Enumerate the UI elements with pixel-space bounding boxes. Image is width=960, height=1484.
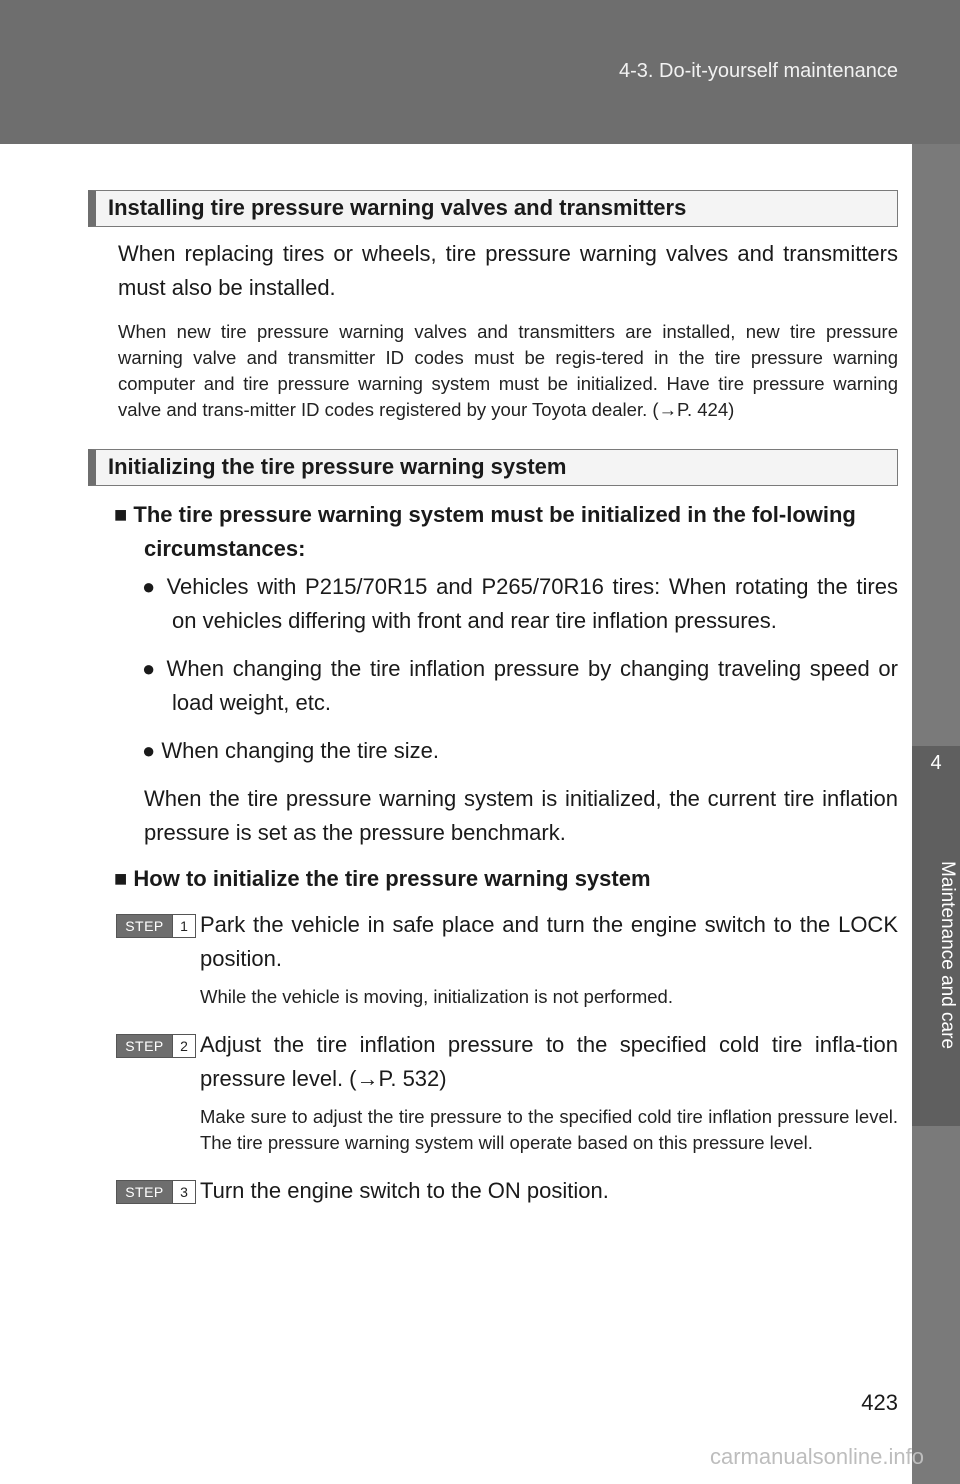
- initialization-explanation: When the tire pressure warning system is…: [144, 786, 898, 845]
- watermark: carmanualsonline.info: [709, 1444, 924, 1469]
- page-content: Installing tire pressure warning valves …: [88, 190, 898, 1208]
- step-badge: STEP 1: [116, 914, 196, 938]
- chapter-tab-box: [912, 746, 960, 1126]
- step-badge: STEP 3: [116, 1180, 196, 1204]
- install-paragraph: When replacing tires or wheels, tire pre…: [118, 241, 898, 300]
- header-band: 4-3. Do-it-yourself maintenance: [0, 0, 960, 144]
- page-number: 423: [861, 1390, 898, 1415]
- step-note: While the vehicle is moving, initializat…: [200, 986, 673, 1007]
- step-text: Turn the engine switch to the ON positio…: [200, 1178, 609, 1203]
- step-text: Park the vehicle in safe place and turn …: [200, 912, 898, 971]
- step-badge: STEP 2: [116, 1034, 196, 1058]
- section-title: 4-3. Do-it-yourself maintenance: [618, 60, 898, 82]
- bullet-item: ● When changing the tire inflation press…: [142, 656, 898, 715]
- subheading-circumstances: ■ The tire pressure warning system must …: [114, 502, 856, 561]
- bullet-item: ● Vehicles with P215/70R15 and P265/70R1…: [142, 574, 898, 633]
- bullet-item: ● When changing the tire size.: [142, 738, 439, 763]
- section-heading-initialize: Initializing the tire pressure warning s…: [88, 449, 898, 486]
- step-1: STEP 1 Park the vehicle in safe place an…: [88, 908, 898, 976]
- subheading-how-to: ■ How to initialize the tire pressure wa…: [114, 866, 651, 891]
- section-heading-install: Installing tire pressure warning valves …: [88, 190, 898, 227]
- step-text: Adjust the tire inflation pressure to th…: [200, 1032, 898, 1091]
- step-note: Make sure to adjust the tire pressure to…: [200, 1106, 898, 1153]
- chapter-number: 4: [930, 752, 942, 774]
- step-2: STEP 2 Adjust the tire inflation pressur…: [88, 1028, 898, 1096]
- install-note: When new tire pressure warning valves an…: [118, 321, 898, 420]
- step-3: STEP 3 Turn the engine switch to the ON …: [88, 1174, 898, 1208]
- chapter-label: Maintenance and care: [937, 860, 958, 1049]
